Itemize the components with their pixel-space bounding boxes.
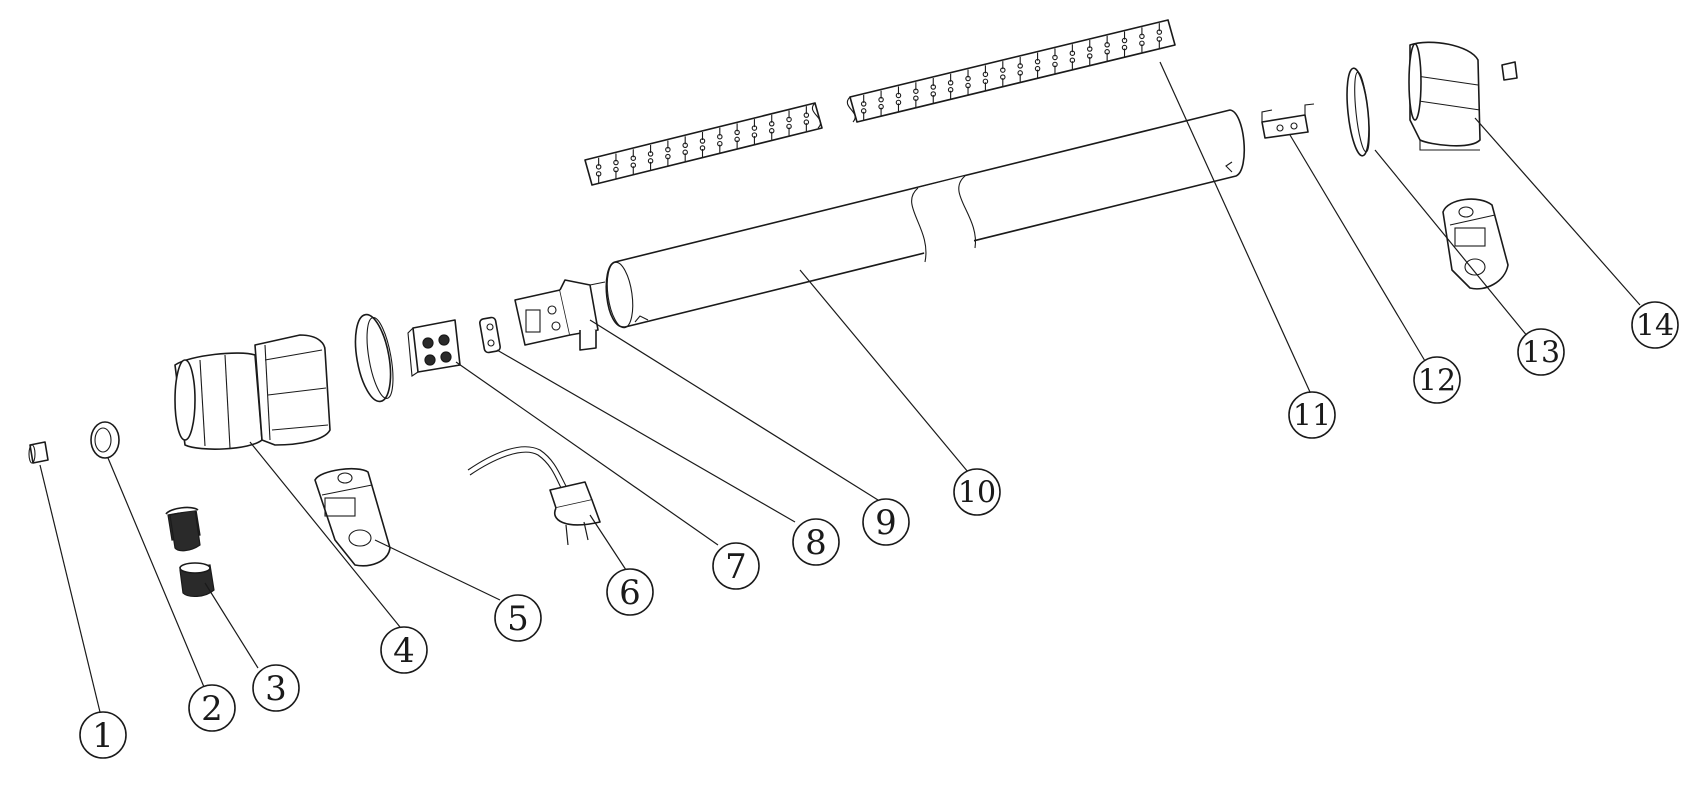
callout-5: 5 (494, 594, 542, 642)
small-cap (1501, 61, 1518, 81)
slotted-strip (584, 19, 1176, 186)
motor-head (174, 334, 331, 450)
callout-2-label: 2 (201, 689, 223, 729)
callout-4-label: 4 (393, 631, 415, 671)
callout-1-label: 1 (92, 716, 114, 756)
callout-7: 7 (712, 542, 760, 590)
small-plug (28, 441, 49, 464)
callout-1: 1 (79, 711, 127, 759)
bushing (90, 421, 120, 459)
callout-9-label: 9 (875, 503, 897, 543)
callout-3: 3 (252, 664, 300, 712)
tube (605, 109, 1246, 329)
callout-8: 8 (792, 518, 840, 566)
callout-2: 2 (188, 684, 236, 732)
callout-11-label: 11 (1293, 399, 1331, 434)
callout-6-label: 6 (619, 573, 641, 613)
callout-13: 13 (1517, 328, 1565, 376)
small-link (479, 316, 501, 354)
callout-10-label: 10 (958, 476, 996, 511)
callout-11: 11 (1288, 391, 1336, 439)
callout-7-label: 7 (725, 547, 747, 587)
mounting-bracket-left (314, 468, 391, 567)
mounting-bracket-right (1442, 198, 1509, 290)
callout-5-label: 5 (507, 599, 529, 639)
callout-8-label: 8 (805, 523, 827, 563)
callout-14: 14 (1631, 301, 1679, 349)
callout-12-label: 12 (1418, 364, 1456, 399)
callout-6: 6 (606, 568, 654, 616)
leader-lines (39, 61, 1641, 713)
callout-4: 4 (380, 626, 428, 674)
callout-13-label: 13 (1522, 336, 1560, 371)
power-cable-plug (467, 446, 601, 546)
cable-gland (165, 506, 215, 597)
callout-3-label: 3 (265, 669, 287, 709)
ring-left (354, 313, 394, 403)
end-adapter-upper (1408, 41, 1481, 151)
ring-right (1346, 67, 1370, 157)
callout-10: 10 (953, 468, 1001, 516)
callout-12: 12 (1413, 356, 1461, 404)
callouts: 1 2 3 4 5 6 7 8 (79, 301, 1679, 759)
callout-14-label: 14 (1636, 309, 1674, 344)
clip-bracket (514, 279, 606, 351)
callout-9: 9 (862, 498, 910, 546)
small-bracket (1261, 103, 1315, 139)
terminal-block (407, 319, 461, 377)
